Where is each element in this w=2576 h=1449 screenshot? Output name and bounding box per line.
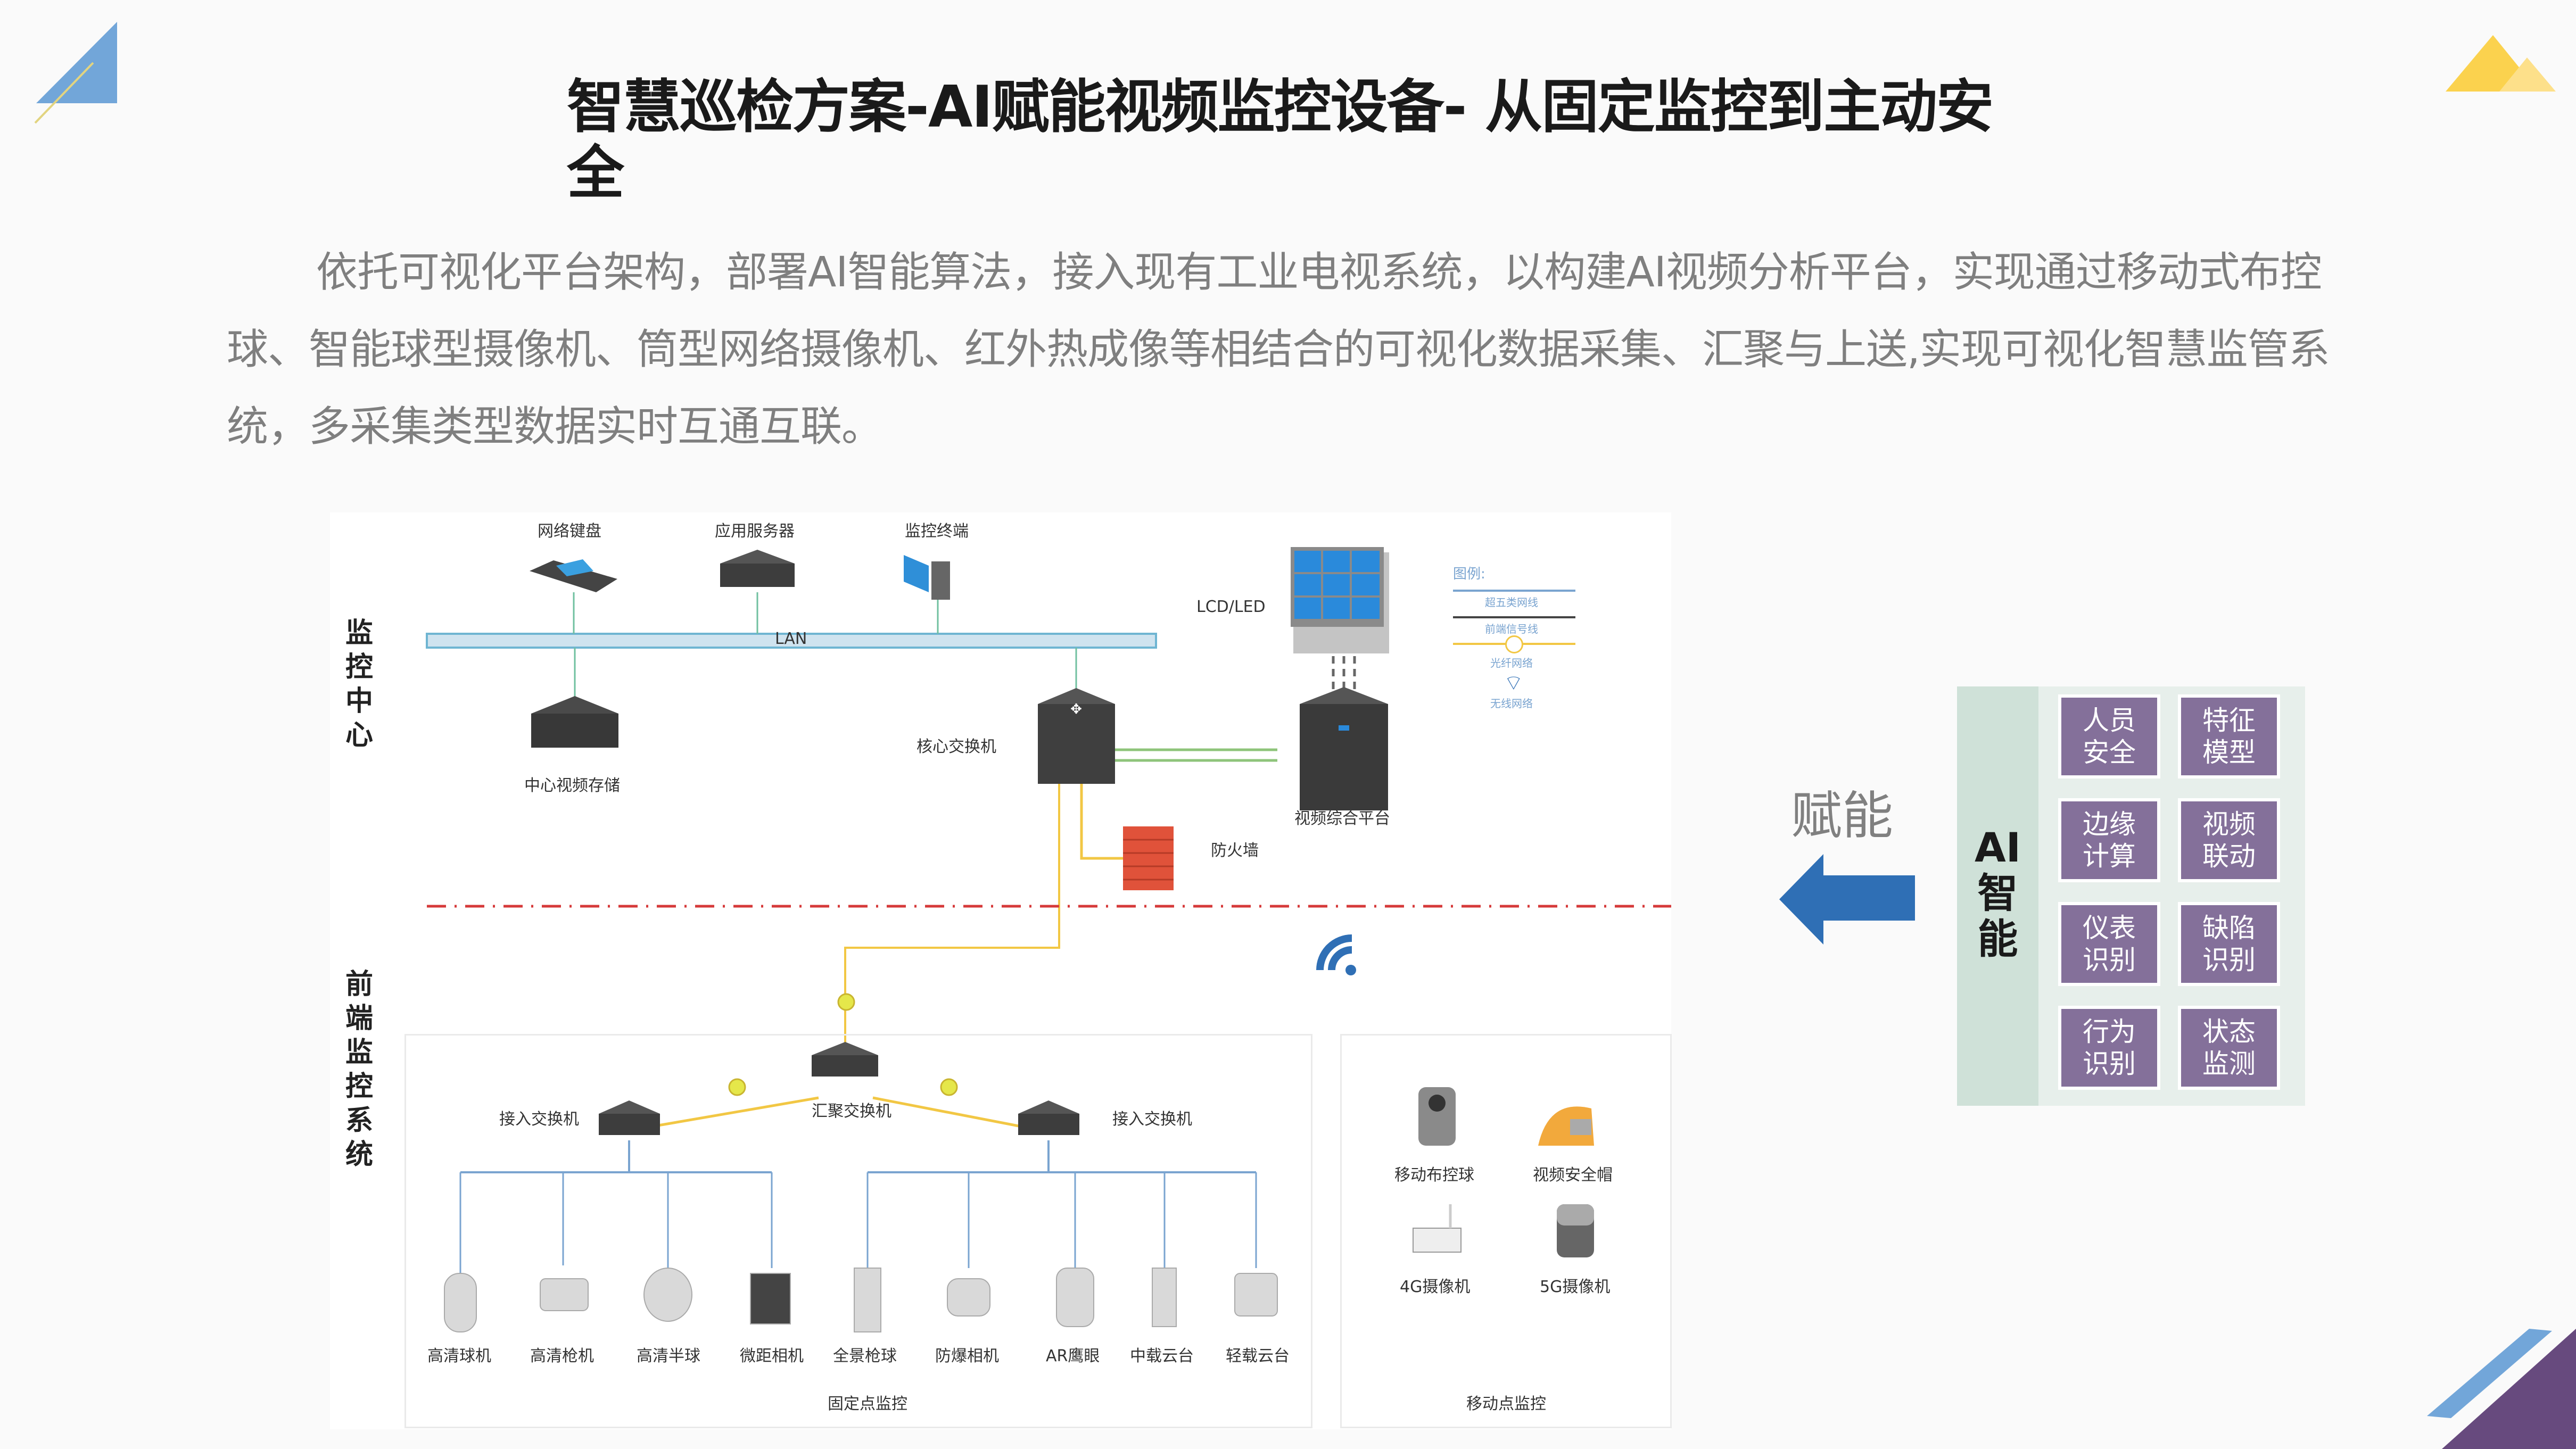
camera-label: 防爆相机 — [935, 1347, 999, 1365]
camera-icon — [750, 1273, 791, 1324]
ai-capability-behavior-recognition: 行为 识别 — [2058, 1006, 2160, 1090]
corner-decoration-bottom-right — [2427, 1329, 2576, 1449]
fiber-node — [837, 993, 855, 1011]
ai-capability-edge-computing: 边缘 计算 — [2058, 798, 2160, 882]
label-core-switch: 核心交换机 — [917, 738, 996, 756]
mobile-device-label: 视频安全帽 — [1533, 1166, 1613, 1185]
left-arrow-icon — [1779, 854, 1915, 945]
lan-label: LAN — [775, 630, 807, 648]
ai-capabilities-panel: AI 智 能 人员 安全 特征 模型 边缘 计算 视频 联动 仪表 识别 缺陷 … — [1957, 686, 2305, 1106]
network-keyboard-icon — [530, 559, 617, 592]
label-storage: 中心视频存储 — [524, 776, 620, 795]
camera-icon — [1234, 1273, 1278, 1316]
camera-label: 中载云台 — [1130, 1347, 1194, 1365]
label-firewall: 防火墙 — [1211, 841, 1259, 860]
legend-item-fiber: 光纤网络 — [1490, 657, 1533, 669]
label-application-server: 应用服务器 — [715, 522, 795, 541]
application-server-icon — [720, 550, 795, 587]
firewall-icon — [1123, 826, 1174, 890]
empower-label: 赋能 — [1791, 786, 1893, 846]
label-access-switch-left: 接入交换机 — [499, 1110, 579, 1129]
5g-camera-icon — [1557, 1204, 1594, 1257]
corner-decoration-top-right — [2446, 35, 2556, 92]
ai-capability-feature-model: 特征 模型 — [2178, 694, 2280, 779]
mobile-device-label: 移动布控球 — [1394, 1166, 1474, 1185]
storage-icon — [531, 696, 618, 748]
fixed-group-label: 固定点监控 — [828, 1395, 907, 1413]
fiber-node-icon — [1505, 635, 1523, 653]
camera-icon — [947, 1278, 990, 1316]
label-monitor-terminal: 监控终端 — [905, 522, 969, 541]
label-network-keyboard: 网络键盘 — [538, 522, 601, 541]
camera-icon — [854, 1268, 881, 1332]
fixed-monitoring-group — [404, 1034, 1312, 1428]
mobile-ptz-icon — [1418, 1087, 1456, 1146]
camera-label: 全景枪球 — [833, 1347, 897, 1365]
intro-paragraph: 依托可视化平台架构，部署AI智能算法，接入现有工业电视系统，以构建AI视频分析平… — [227, 249, 2330, 451]
access-switch-left-icon — [599, 1100, 660, 1135]
ai-title-line: AI — [1974, 824, 2021, 871]
camera-icon — [1056, 1268, 1094, 1327]
lan-bar — [426, 633, 1157, 649]
platform-icon — [1300, 687, 1388, 810]
legend: 图例: 超五类网线 前端信号线 光纤网络 ⌔ 无线网络 — [1453, 563, 1586, 723]
aggregation-switch-icon — [812, 1042, 878, 1077]
ai-capability-video-linkage: 视频 联动 — [2178, 798, 2280, 882]
label-display: LCD/LED — [1196, 598, 1266, 616]
corner-decoration-top-left — [34, 22, 117, 124]
video-wall-icon — [1291, 547, 1389, 653]
mobile-device-label: 5G摄像机 — [1540, 1278, 1611, 1296]
mobile-group-label: 移动点监控 — [1466, 1395, 1546, 1413]
mobile-monitoring-group — [1340, 1034, 1672, 1428]
ai-capability-defect-recognition: 缺陷 识别 — [2178, 902, 2280, 986]
ai-capability-meter-recognition: 仪表 识别 — [2058, 902, 2160, 986]
camera-icon — [1152, 1268, 1177, 1327]
camera-label: 高清枪机 — [530, 1347, 594, 1365]
camera-label: 轻载云台 — [1226, 1347, 1290, 1365]
svg-text:✥: ✥ — [1070, 701, 1082, 717]
fiber-node — [940, 1078, 958, 1096]
ai-panel-sidebar — [1957, 686, 2038, 1106]
ai-capability-status-monitoring: 状态 监测 — [2178, 1006, 2280, 1090]
ai-panel-title: AI 智 能 — [1957, 825, 2038, 962]
legend-item-signal: 前端信号线 — [1485, 623, 1538, 635]
section-label-frontend: 前端监控系统 — [345, 968, 373, 1171]
camera-icon — [643, 1268, 692, 1322]
ai-title-line: 能 — [1977, 915, 2018, 963]
legend-item-wireless: 无线网络 — [1490, 697, 1533, 710]
legend-title: 图例: — [1453, 566, 1485, 582]
mobile-device-label: 4G摄像机 — [1400, 1278, 1471, 1296]
camera-icon — [444, 1273, 477, 1332]
camera-label: 微距相机 — [740, 1347, 804, 1365]
4g-camera-icon — [1413, 1204, 1462, 1253]
label-aggregation-switch: 汇聚交换机 — [812, 1102, 891, 1121]
camera-label: 高清半球 — [637, 1347, 700, 1365]
camera-label: AR鹰眼 — [1046, 1347, 1100, 1365]
architecture-diagram: ✥ — [330, 512, 1672, 1429]
diagram-lines: ✥ — [426, 547, 1671, 1332]
ai-title-line: 智 — [1977, 870, 2018, 917]
camera-icon — [540, 1278, 589, 1311]
safety-helmet-icon — [1538, 1106, 1594, 1146]
legend-item-cat5e: 超五类网线 — [1485, 596, 1538, 609]
page-title: 智慧巡检方案-AI赋能视频监控设备- 从固定监控到主动安全 — [567, 74, 1994, 206]
label-platform: 视频综合平台 — [1294, 809, 1390, 828]
core-switch-icon: ✥ — [1038, 688, 1115, 784]
ai-capability-personnel-safety: 人员 安全 — [2058, 694, 2160, 779]
camera-label: 高清球机 — [427, 1347, 491, 1365]
section-label-control-center: 监控中心 — [345, 617, 373, 751]
access-switch-right-icon — [1018, 1100, 1079, 1135]
wireless-icon — [1316, 934, 1356, 975]
monitor-terminal-icon — [904, 555, 950, 600]
wifi-icon: ⌔ — [1504, 671, 1524, 695]
label-access-switch-right: 接入交换机 — [1112, 1110, 1192, 1129]
fiber-node — [728, 1078, 746, 1096]
